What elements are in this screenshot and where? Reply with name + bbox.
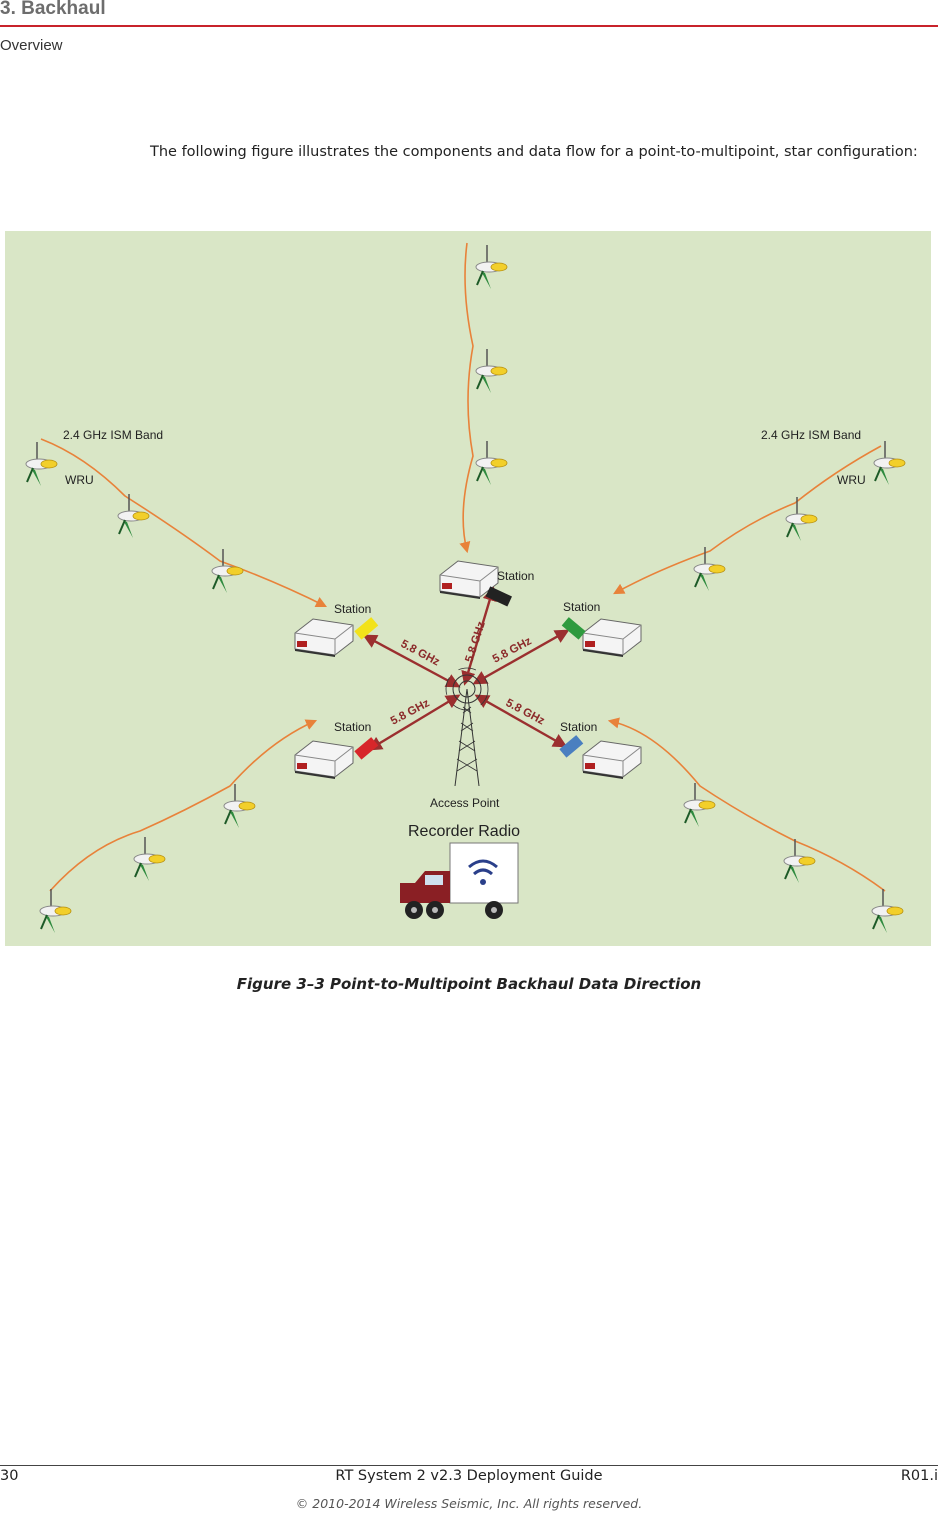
recorder-radio-label: Recorder Radio <box>408 823 520 840</box>
header-rule <box>0 25 938 27</box>
antenna-top <box>485 586 512 607</box>
station-lower-left <box>294 740 354 780</box>
wru-right-label: WRU <box>837 473 866 487</box>
wru-left-label: WRU <box>65 473 94 487</box>
backhaul-diagram: 2.4 GHz ISM Band 2.4 GHz ISM Band WRU WR… <box>25 242 906 934</box>
station-upper-right <box>582 618 642 658</box>
station-lower-right <box>582 740 642 780</box>
document-title: RT System 2 v2.3 Deployment Guide <box>335 1468 603 1484</box>
ghz-up-label: 5.8 GHz <box>463 620 488 664</box>
ghz-upper-left-label: 5.8 GHz <box>399 638 442 669</box>
ism-band-left-label: 2.4 GHz ISM Band <box>63 428 163 442</box>
backhaul-figure: 2.4 GHz ISM Band 2.4 GHz ISM Band WRU WR… <box>5 231 931 946</box>
station-lower-right-label: Station <box>560 720 597 734</box>
footer-rule <box>0 1465 938 1466</box>
chapter-title: 3. Backhaul <box>0 0 106 19</box>
page-number: 30 <box>0 1468 19 1484</box>
copyright-notice: © 2010-2014 Wireless Seismic, Inc. All r… <box>295 1496 643 1511</box>
section-title: Overview <box>0 37 63 54</box>
station-top-label: Station <box>497 569 534 583</box>
revision: R01.i <box>900 1468 938 1484</box>
access-point-label: Access Point <box>430 796 500 810</box>
intro-paragraph: The following figure illustrates the com… <box>150 144 918 160</box>
recorder-truck <box>400 842 519 919</box>
station-lower-left-label: Station <box>334 720 371 734</box>
station-upper-right-label: Station <box>563 600 600 614</box>
figure-caption: Figure 3–3 Point-to-Multipoint Backhaul … <box>236 975 702 993</box>
ism-band-right-label: 2.4 GHz ISM Band <box>761 428 861 442</box>
station-upper-left <box>294 618 354 658</box>
page-footer: 30 RT System 2 v2.3 Deployment Guide R01… <box>0 1466 938 1488</box>
ghz-lower-left-label: 5.8 GHz <box>389 697 432 728</box>
station-upper-left-label: Station <box>334 602 371 616</box>
access-point-tower <box>445 667 489 787</box>
